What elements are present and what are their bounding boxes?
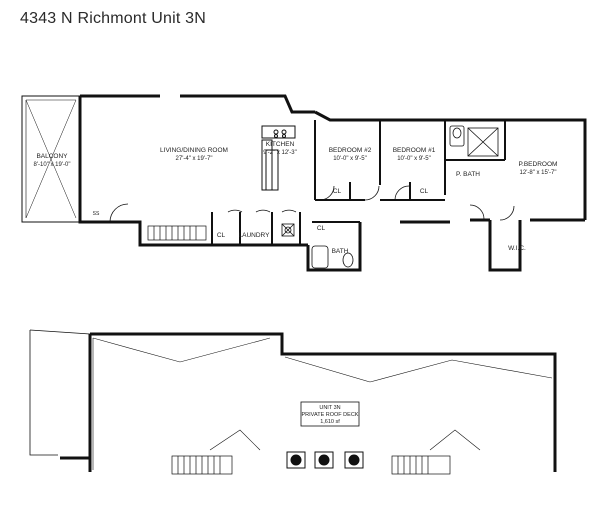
primary-bedroom-name: P.BEDROOM (519, 161, 558, 168)
kitchen-counters (261, 125, 296, 191)
bath-fixtures (281, 125, 499, 269)
ss-label: SS (93, 211, 100, 217)
roof-deck-unit: UNIT 3N (319, 405, 340, 411)
walk-in-closet-label: W.I.C. (508, 245, 526, 252)
roof-outline (29, 329, 91, 456)
unit-floor-plan (21, 94, 587, 272)
roof-deck-label-box (300, 401, 360, 427)
closet-label-hall: CL (217, 232, 226, 239)
bath-label: BATH (332, 248, 349, 255)
roof-plan (29, 329, 557, 475)
roof-deck-area: 1,610 sf (320, 419, 340, 425)
roof-hvac-units (286, 451, 364, 469)
laundry-label: LAUNDRY (239, 232, 271, 239)
balcony-dims: 8'-10" x 19'-0" (34, 162, 71, 168)
roof-stair (171, 455, 451, 475)
room-labels: BALCONY 8'-10" x 19'-0" LIVING/DINING RO… (34, 141, 558, 255)
bedroom2-name: BEDROOM #2 (329, 147, 372, 154)
roof-deck-labels: UNIT 3N PRIVATE ROOF DECK 1,610 sf (302, 405, 359, 425)
primary-bath-label: P. BATH (456, 171, 480, 178)
living-dining-dims: 27'-4" x 19'-7" (176, 156, 213, 162)
roof-deck-walls (60, 332, 557, 472)
page-title: 4343 N Richmont Unit 3N (20, 10, 207, 27)
kitchen-dims: 9'-2" x 12'-3" (263, 150, 297, 156)
closet-label-bath: CL (317, 225, 326, 232)
bedroom1-dims: 10'-0" x 9'-5" (397, 156, 431, 162)
primary-bedroom-dims: 12'-8" x 15'-7" (520, 170, 557, 176)
bedroom1-name: BEDROOM #1 (393, 147, 436, 154)
exterior-walls (78, 94, 587, 272)
door-swings (109, 185, 515, 223)
closet-label-bedroom1: CL (420, 188, 429, 195)
bedroom2-dims: 10'-0" x 9'-5" (333, 156, 367, 162)
roof-deck-name: PRIVATE ROOF DECK (302, 412, 359, 418)
stair (147, 225, 207, 241)
balcony-name: BALCONY (36, 153, 68, 160)
kitchen-name: KITCHEN (266, 141, 295, 148)
living-dining-name: LIVING/DINING ROOM (160, 147, 228, 154)
roof-slope-lines (92, 337, 553, 470)
closet-label-bedroom2: CL (333, 188, 342, 195)
